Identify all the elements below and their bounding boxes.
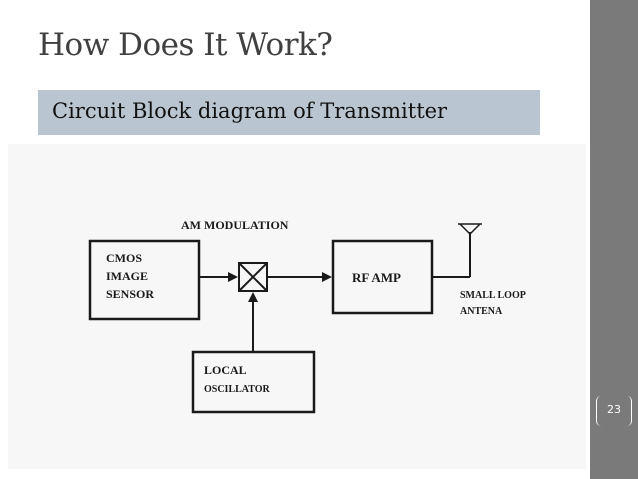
subtitle-box: Circuit Block diagram of Transmitter bbox=[38, 90, 540, 135]
oscillator-label-line-1: LOCAL bbox=[204, 363, 247, 377]
antenna-label-line-1: SMALL LOOP bbox=[460, 290, 526, 301]
sensor-label-line-3: SENSOR bbox=[106, 287, 154, 301]
subtitle-text: Circuit Block diagram of Transmitter bbox=[52, 99, 448, 123]
sensor-label-line-2: IMAGE bbox=[106, 269, 148, 283]
oscillator-label-line-2: OSCILLATOR bbox=[204, 384, 271, 395]
antenna-arm-left bbox=[459, 223, 471, 235]
block-diagram: AM MODULATION CMOS IMAGE SENSOR RF AMP S… bbox=[8, 144, 586, 469]
mixer-to-rfamp-arrowhead bbox=[322, 272, 332, 282]
slide-title: How Does It Work? bbox=[38, 27, 333, 63]
cmos-sensor-block bbox=[88, 239, 201, 321]
oscillator-to-mixer-arrowhead bbox=[248, 292, 258, 302]
mixer-diagonal-b bbox=[238, 262, 268, 292]
page-number: 23 bbox=[596, 396, 632, 426]
antenna-arm-right bbox=[469, 223, 481, 235]
antenna-label-line-2: ANTENA bbox=[460, 306, 503, 317]
sensor-label-line-1: CMOS bbox=[106, 251, 142, 265]
am-modulation-label: AM MODULATION bbox=[181, 218, 289, 232]
rf-amp-label: RF AMP bbox=[352, 270, 401, 285]
sensor-to-mixer-arrowhead bbox=[228, 272, 238, 282]
block-diagram-svg: AM MODULATION CMOS IMAGE SENSOR RF AMP S… bbox=[88, 218, 526, 414]
local-oscillator-block bbox=[191, 350, 316, 414]
